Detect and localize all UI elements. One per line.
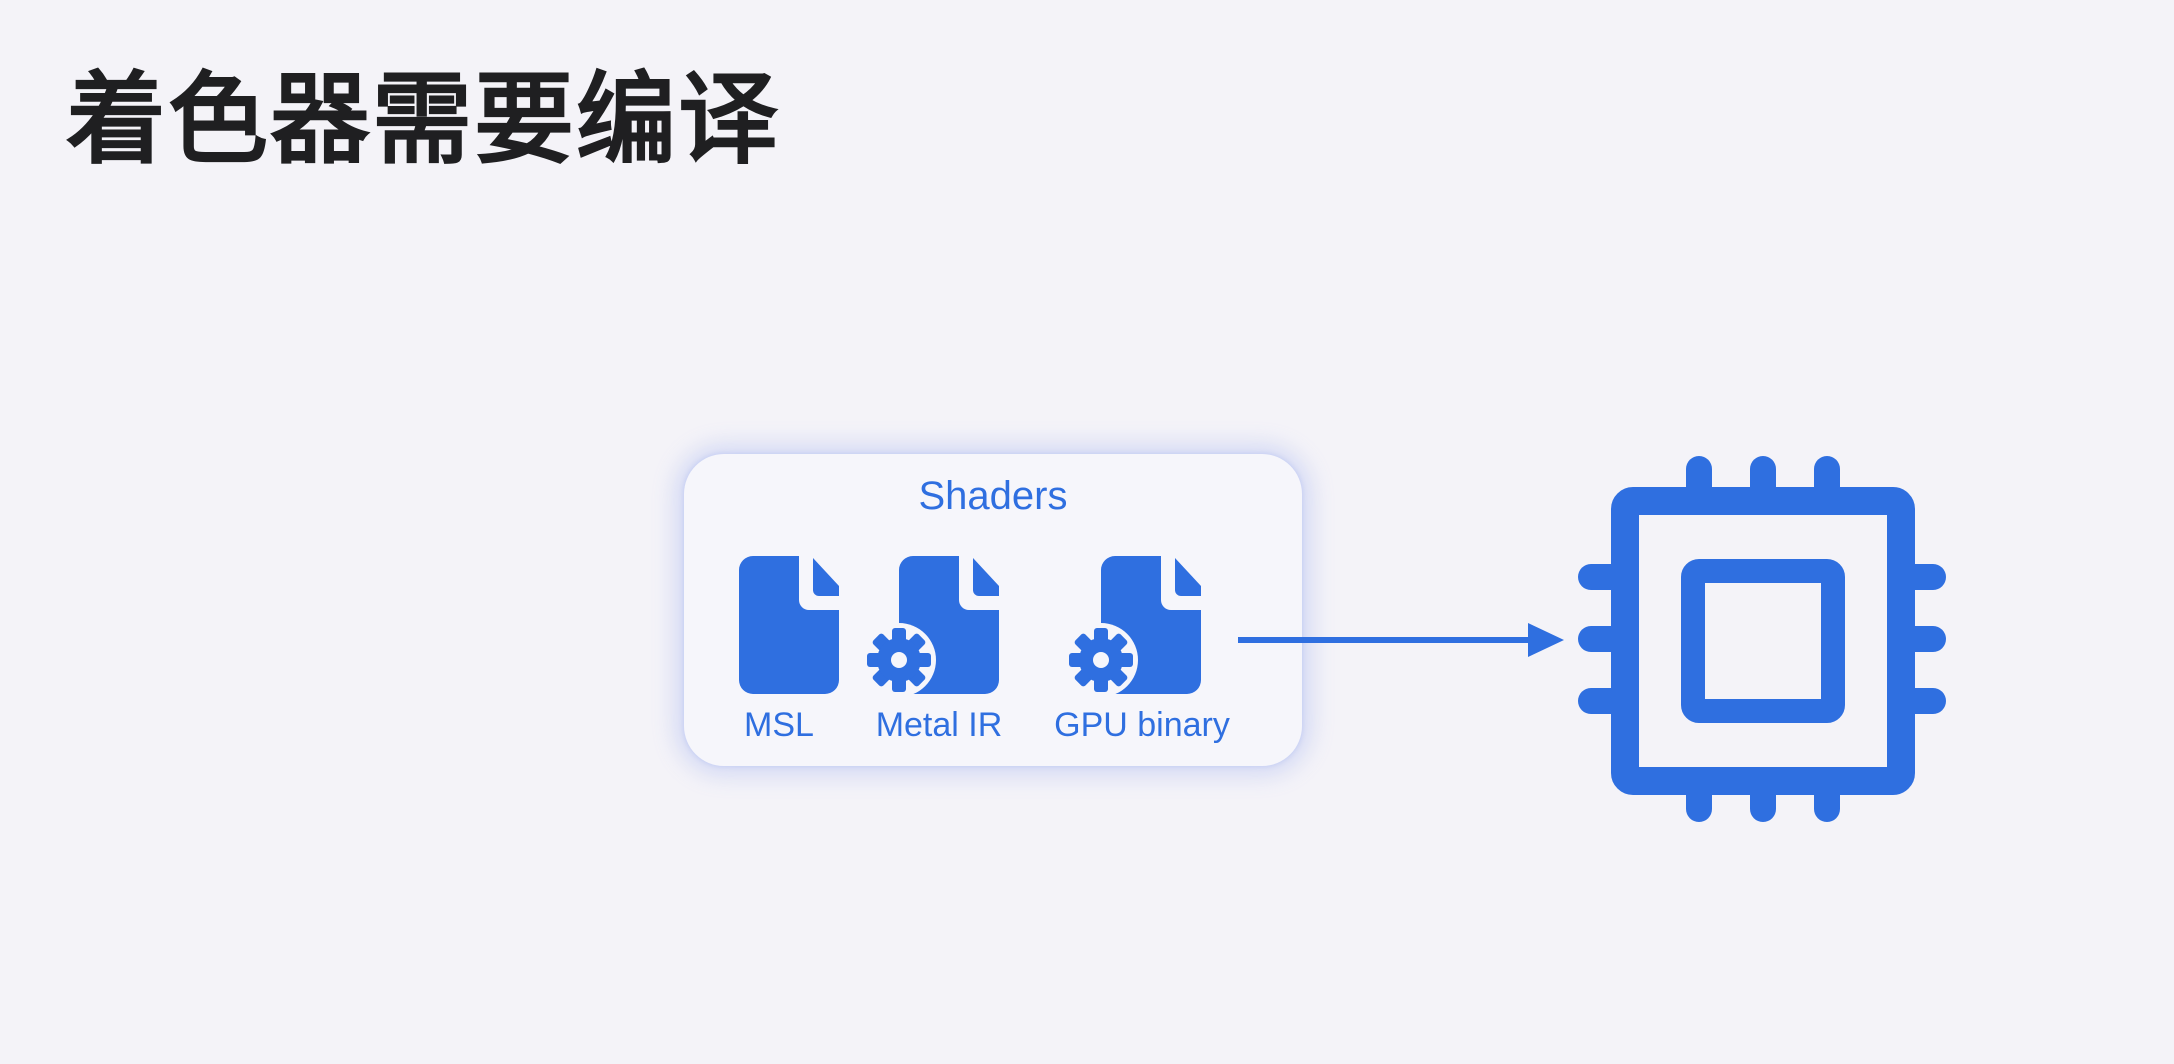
msl-label: MSL	[744, 706, 814, 744]
gpu-binary-label: GPU binary	[1054, 706, 1230, 744]
shaders-group: Shaders MSL Metal	[684, 454, 1302, 766]
metal-ir-label: Metal IR	[875, 706, 1003, 744]
metal-ir-document-gear-icon	[862, 556, 1019, 697]
arrow-right-icon	[1238, 623, 1564, 657]
slide-title: 着色器需要编译	[66, 61, 780, 178]
shaders-title: Shaders	[918, 474, 1068, 518]
msl-document-icon	[739, 556, 859, 696]
gpu-binary-document-gear-icon	[1064, 556, 1221, 697]
cpu-chip-icon	[1578, 456, 1946, 822]
